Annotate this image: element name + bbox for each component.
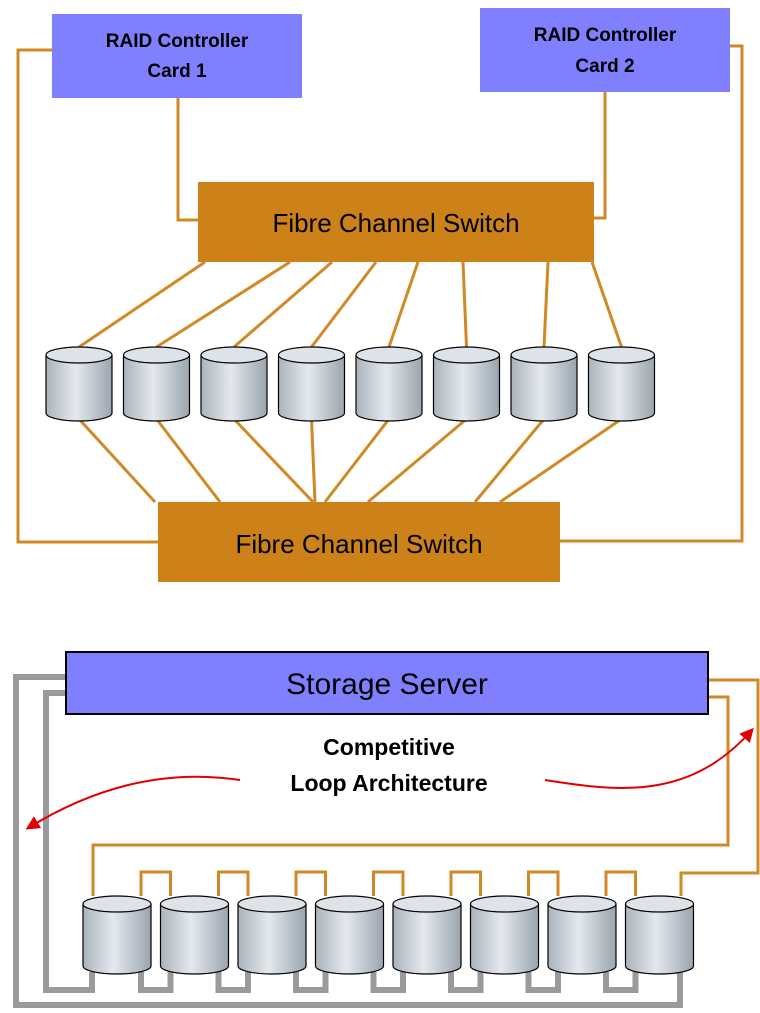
top-disk-8: [587, 346, 656, 422]
link-bottom-switch-disk-8: [499, 417, 623, 504]
gray-jumper-5: [448, 972, 484, 993]
top-disk-3: [200, 346, 268, 422]
fibre-channel-switch-bottom: Fibre Channel Switch: [158, 502, 560, 582]
link-bottom-switch-disk-3: [232, 417, 315, 504]
link-top-switch-disk-3: [233, 260, 333, 349]
gray-jumper-6: [525, 972, 561, 993]
red-arrow-right: [544, 727, 754, 789]
link-top-switch-disk-8: [590, 261, 623, 348]
orange-loop: [91, 678, 760, 896]
orange-jumper-3: [294, 870, 327, 896]
top-fc-diagram: RAID Controller Card 1 RAID Controller C…: [16, 8, 744, 582]
gray-loop-outer: [13, 674, 683, 1008]
gray-loop: [13, 674, 683, 1008]
link-bottom-switch-disk-1: [77, 417, 157, 504]
link-bottom-switch-disk-7: [473, 418, 546, 503]
link-card2-to-bottom-switch: [560, 44, 744, 543]
gray-loop-jumpers: [138, 972, 639, 993]
fibre-channel-switch-top: Fibre Channel Switch: [198, 182, 594, 262]
gray-loop-inner: [43, 690, 95, 993]
orange-jumper-6: [527, 870, 560, 896]
top-disk-array: [45, 346, 656, 422]
orange-jumper-4: [372, 870, 405, 896]
raid-controller-card-1: RAID Controller Card 1: [52, 14, 302, 98]
caption-line-2: Loop Architecture: [290, 770, 487, 796]
bottom-disk-8: [624, 895, 695, 975]
bottom-disk-7: [547, 895, 617, 975]
caption-line-1: Competitive: [323, 734, 455, 760]
link-card1-to-top-switch: [176, 90, 198, 222]
link-bottom-switch-disk-4: [310, 418, 317, 503]
top-disk-6: [432, 346, 501, 422]
link-card1-to-bottom-switch: [16, 48, 158, 544]
orange-jumper-7: [604, 870, 637, 896]
gray-jumper-4: [370, 972, 406, 993]
orange-jumper-1: [139, 870, 172, 896]
bottom-disk-3: [237, 895, 307, 975]
storage-server-label: Storage Server: [286, 668, 488, 701]
top-disk-5: [355, 346, 423, 422]
bottom-disk-5: [392, 895, 462, 975]
switch-bottom-label: Fibre Channel Switch: [235, 529, 482, 559]
bottom-disk-4: [314, 895, 385, 975]
raid-controller-card-2: RAID Controller Card 2: [480, 8, 730, 92]
link-card2-to-top-switch: [594, 92, 607, 220]
red-arrow-left: [25, 775, 241, 830]
storage-server: Storage Server: [65, 651, 709, 715]
link-bottom-switch-disk-5: [323, 418, 391, 503]
bottom-disk-array: [82, 895, 695, 975]
link-top-switch-disk-6: [461, 261, 468, 348]
orange-loop-outer: [679, 678, 760, 896]
top-disk-2: [122, 346, 191, 422]
orange-jumper-2: [217, 870, 250, 896]
controller-1-line-1: RAID Controller: [106, 31, 249, 52]
controller-1-line-2: Card 1: [147, 61, 207, 82]
gray-jumper-2: [215, 972, 251, 993]
link-top-switch-disk-2: [155, 260, 291, 349]
gray-jumper-7: [603, 972, 639, 993]
orange-loop-jumpers: [139, 870, 637, 896]
switch-top-label: Fibre Channel Switch: [272, 208, 519, 238]
link-bottom-switch-disk-6: [367, 417, 468, 504]
bottom-disk-6: [469, 895, 540, 975]
bottom-disk-2: [159, 895, 230, 975]
link-top-switch-disk-5: [387, 261, 420, 348]
orange-loop-inner: [91, 695, 730, 896]
switch-disk-links: [77, 260, 623, 504]
link-top-switch-disk-1: [78, 260, 206, 349]
gray-jumper-3: [293, 972, 329, 993]
link-bottom-switch-disk-2: [155, 418, 222, 503]
top-disk-1: [45, 346, 113, 422]
gray-jumper-1: [138, 972, 174, 993]
controller-links: [16, 44, 744, 544]
top-disk-4: [277, 346, 346, 422]
controller-2-line-2: Card 2: [575, 56, 634, 77]
link-top-switch-disk-4: [310, 261, 378, 348]
bottom-loop-diagram: Storage Server Competitive Loop Architec…: [13, 651, 760, 1008]
bottom-disk-1: [82, 895, 152, 975]
orange-jumper-5: [449, 870, 482, 896]
controller-2-line-1: RAID Controller: [534, 25, 677, 46]
link-top-switch-disk-7: [542, 261, 550, 348]
top-disk-7: [510, 346, 578, 422]
